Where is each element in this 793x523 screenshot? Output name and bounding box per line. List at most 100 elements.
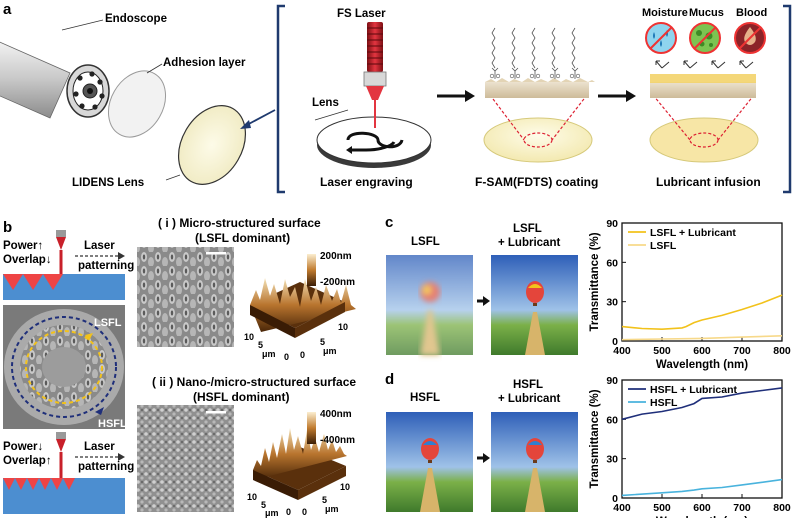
subpanel-i-title: ( i ) Micro-structured surface [158,216,321,230]
x-tick-label: 500 [653,345,671,357]
moisture-icon [645,22,677,54]
series-line [621,335,783,341]
substrate-top [3,274,125,300]
afm-tick: 5 [258,340,263,350]
label-lsfl-spot: LSFL [94,317,122,329]
label-hsfl-spot: HSFL [98,418,127,430]
y-tick-label: 90 [606,218,618,230]
lidens-lens-disc [177,105,247,185]
subpanel-ii-title: ( ii ) Nano-/micro-structured surface [152,375,356,389]
x-axis-label: Wavelength (nm) [656,359,748,371]
label-power-up: Power↑ [3,240,43,252]
x-tick-label: 600 [693,345,711,357]
laser-tip-icon [56,432,66,478]
legend-label: HSFL + Lubricant [650,384,738,396]
process-arrow [437,90,475,102]
panel-a: a Endoscope Adhesion layer LIDENS Lens [0,1,792,194]
afm-scale-top-i: 200nm [320,251,352,262]
label-d-img1: HSFL [410,392,440,404]
afm-tick: 0 [286,507,291,517]
label-endoscope: Endoscope [105,13,167,25]
label-c-img1: LSFL [411,236,440,248]
panel-d: d HSFL HSFL + Lubricant [385,371,578,512]
lubricant-infusion-illustration [649,60,759,163]
y-tick-label: 60 [606,414,618,426]
mucus-icon [689,22,721,54]
label-d-img2-line1: HSFL [513,379,543,391]
label-patterning-top: patterning [78,260,134,272]
afm-tick: 0 [284,352,289,362]
afm-scale-top-ii: 400nm [320,409,352,420]
balloon-image-lsfl [386,255,473,355]
label-fs-laser: FS Laser [337,8,386,20]
subpanel-ii-subtitle: (HSFL dominant) [193,390,289,404]
panel-b-letter: b [3,219,12,236]
laser-tip-icon [56,230,66,276]
label-lidens-lens: LIDENS Lens [72,177,144,189]
x-tick-label: 400 [613,502,631,514]
afm-scale-bot-ii: -400nm [320,435,355,446]
balloon-image-hsfl-lubricant [491,412,578,512]
plot-frame [621,222,783,342]
series-line [621,387,783,421]
afm-tick: 5 [261,500,266,510]
label-d-img2-line2: + Lubricant [498,393,560,405]
label-c-img2-line2: + Lubricant [498,237,560,249]
series-line [621,294,783,331]
afm-tick: 10 [338,322,348,332]
label-power-down: Power↓ [3,441,43,453]
arrow-icon [477,296,490,306]
label-laser-bottom: Laser [84,441,115,453]
afm-tick: 0 [300,350,305,360]
balloon-image-lsfl-lubricant [491,255,578,355]
process-arrow [598,90,636,102]
legend-label: LSFL + Lubricant [650,227,736,239]
panel-c: c LSFL LSFL + Lubricant [385,214,578,355]
y-tick-label: 60 [606,257,618,269]
x-tick-label: 800 [773,345,791,357]
label-laser-top: Laser [84,240,115,252]
afm-tick: 10 [244,332,254,342]
y-tick-label: 0 [612,493,618,505]
afm-unit: μm [325,504,339,514]
adhesion-layer-disc [107,70,167,138]
endoscope-illustration [0,41,110,119]
afm-3d-hsfl [253,428,347,500]
x-tick-label: 400 [613,345,631,357]
panel-b: b Power↑ Overlap↓ Laser patterning LS [3,216,356,518]
sem-image-hsfl [137,405,234,512]
panel-c-letter: c [385,214,393,231]
x-tick-label: 600 [693,502,711,514]
y-tick-label: 0 [612,336,618,348]
afm-tick: 10 [247,492,257,502]
laser-spot-sem [3,305,125,429]
x-tick-label: 700 [733,345,751,357]
afm-tick: 5 [320,337,325,347]
label-fsam-coating: F-SAM(FDTS) coating [475,175,598,189]
y-tick-label: 30 [606,454,618,466]
blood-icon [734,22,766,54]
legend-label: HSFL [650,397,678,409]
afm-axis-i: 10 5 μm 0 0 5 μm 10 [244,322,348,362]
afm-scale-bar-ii [307,412,316,444]
y-axis-label: Transmittance (%) [589,389,601,488]
afm-scale-bot-i: -200nm [320,277,355,288]
process-bracket-right [783,4,792,194]
panel-a-letter: a [3,1,12,18]
afm-tick: 0 [302,507,307,517]
arrow-icon [477,453,490,463]
label-lens: Lens [312,97,339,109]
label-laser-engraving: Laser engraving [320,175,413,189]
label-mucus: Mucus [689,7,724,19]
x-tick-label: 500 [653,502,671,514]
afm-unit: μm [323,346,337,356]
afm-3d-lsfl [250,278,356,338]
label-overlap-down: Overlap↓ [3,254,52,266]
label-lubricant-infusion: Lubricant infusion [656,175,761,189]
label-moisture: Moisture [642,7,688,19]
substrate-bottom [3,478,125,514]
y-tick-label: 30 [606,297,618,309]
